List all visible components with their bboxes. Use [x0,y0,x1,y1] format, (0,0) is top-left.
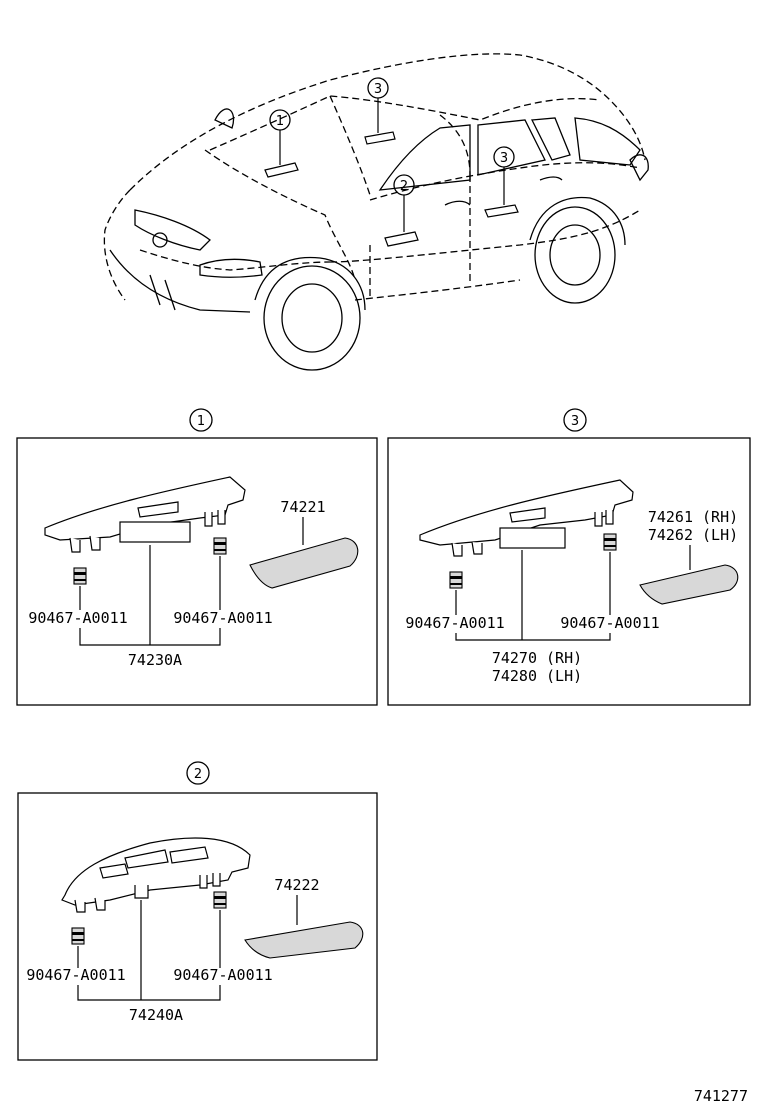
box-3-trim-part-rh-label: 74261 (RH) [648,508,738,526]
car-switch-1 [264,162,299,178]
box-2-clip-left-label: 90467-A0011 [26,966,125,984]
box-1-frame [16,437,378,706]
box-2-clip-left [71,927,85,945]
box-3-assembly-lh-label: 74280 (LH) [492,667,582,685]
box-1-trim-part-label: 74221 [280,498,325,516]
car-callout-3-side: 3 [493,146,515,205]
car-callout-3-top-num: 3 [374,82,382,97]
box-3-trim-panel [639,564,739,605]
box-2-frame [17,792,378,1061]
box-3-clip-right-label: 90467-A0011 [560,614,659,632]
car-callout-3-side-num: 3 [500,151,508,166]
car-callout-1-num: 1 [276,114,284,129]
car-callout-2: 2 [393,174,415,232]
box-2-trim-part-label: 74222 [274,876,319,894]
car-callout-2-num: 2 [400,179,408,194]
car-callout-3-top: 3 [367,77,389,133]
box-2-trim-panel [244,921,364,959]
box-2-switch-panel [61,837,251,913]
box-2-clip-right-label: 90467-A0011 [173,966,272,984]
box-1-clip-left-label: 90467-A0011 [28,609,127,627]
car-switch-2 [384,231,419,247]
box-3-assembly-rh-label: 74270 (RH) [492,649,582,667]
box-1-assembly-label: 74230A [128,651,182,669]
box-1-clip-left [73,567,87,585]
box-3-clip-left-label: 90467-A0011 [405,614,504,632]
box-2-callout: 2 [186,761,210,785]
box-3-callout-num: 3 [571,414,579,429]
box-1-clip-right [213,537,227,555]
car-callout-1: 1 [269,109,291,165]
box-3-switch-panel [419,479,634,557]
box-3-trim-part-lh-label: 74262 (LH) [648,526,738,544]
box-1-callout-num: 1 [197,414,205,429]
box-3-clip-right [603,533,617,551]
box-3-frame [387,437,751,706]
diagram-id: 741277 [694,1087,748,1105]
box-3-callout: 3 [563,408,587,432]
box-1-switch-panel [44,476,246,553]
box-2-clip-right [213,891,227,909]
box-2-callout-num: 2 [194,767,202,782]
car-switch-3-rear [364,131,396,145]
car-switch-3 [484,204,519,218]
box-2-assembly-label: 74240A [129,1006,183,1024]
box-1-trim-panel [249,537,359,589]
box-1-callout: 1 [189,408,213,432]
box-3-clip-left [449,571,463,589]
box-1-clip-right-label: 90467-A0011 [173,609,272,627]
vehicle-illustration [103,53,649,371]
